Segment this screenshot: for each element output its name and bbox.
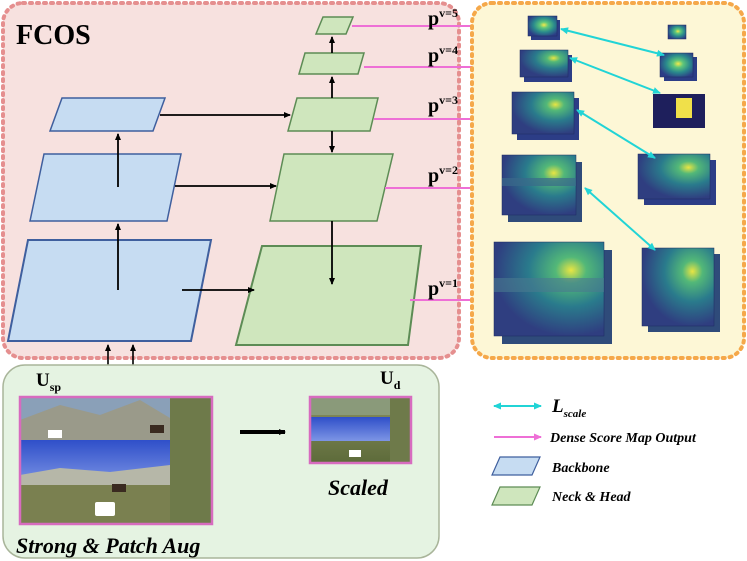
label-ud: Ud xyxy=(380,368,401,392)
strong-aug-image xyxy=(18,395,214,526)
label-usp: Usp xyxy=(36,370,61,394)
backbone-level-3 xyxy=(48,97,167,132)
label-p1: pv=1 xyxy=(428,276,458,300)
label-p3: pv=3 xyxy=(428,93,458,117)
neck-level-2 xyxy=(269,153,394,222)
legend-neck-head: Neck & Head xyxy=(551,490,632,505)
legend-neck-swatch xyxy=(491,486,541,506)
legend-backbone-swatch xyxy=(491,456,541,476)
label-p2: pv=2 xyxy=(428,163,458,187)
neck-level-5 xyxy=(314,16,355,35)
neck-level-1 xyxy=(234,245,423,346)
score-map-left-p3 xyxy=(511,91,579,140)
score-map-left-p1 xyxy=(493,241,612,344)
scaled-label: Scaled xyxy=(328,475,389,500)
score-map-left-p5 xyxy=(527,15,560,40)
score-map-left-p4 xyxy=(519,49,572,82)
label-p5: pv=5 xyxy=(428,6,458,30)
neck-level-4 xyxy=(298,52,365,75)
score-map-right-p1 xyxy=(641,247,720,332)
cyan-arrow-2 xyxy=(569,57,661,94)
cyan-arrow-1 xyxy=(560,27,665,57)
scaled-image xyxy=(308,395,413,465)
legend-dense-output: Dense Score Map Output xyxy=(549,431,697,446)
legend-backbone: Backbone xyxy=(551,461,610,476)
backbone-level-1 xyxy=(6,239,213,342)
score-map-right-p5 xyxy=(667,24,687,40)
cyan-arrow-4 xyxy=(584,187,656,251)
neck-level-3 xyxy=(287,97,379,132)
strong-aug-label: Strong & Patch Aug xyxy=(16,533,200,558)
score-map-right-p2 xyxy=(637,153,716,205)
score-map-right-p3 xyxy=(653,94,705,128)
cyan-arrow-3 xyxy=(576,109,656,159)
backbone-level-2 xyxy=(29,153,182,222)
score-map-left-p2 xyxy=(501,154,582,222)
fcos-title: FCOS xyxy=(16,20,91,51)
label-p4: pv=4 xyxy=(428,43,458,67)
score-map-right-p4 xyxy=(659,52,697,81)
legend-lscale: Lscale xyxy=(551,396,586,420)
